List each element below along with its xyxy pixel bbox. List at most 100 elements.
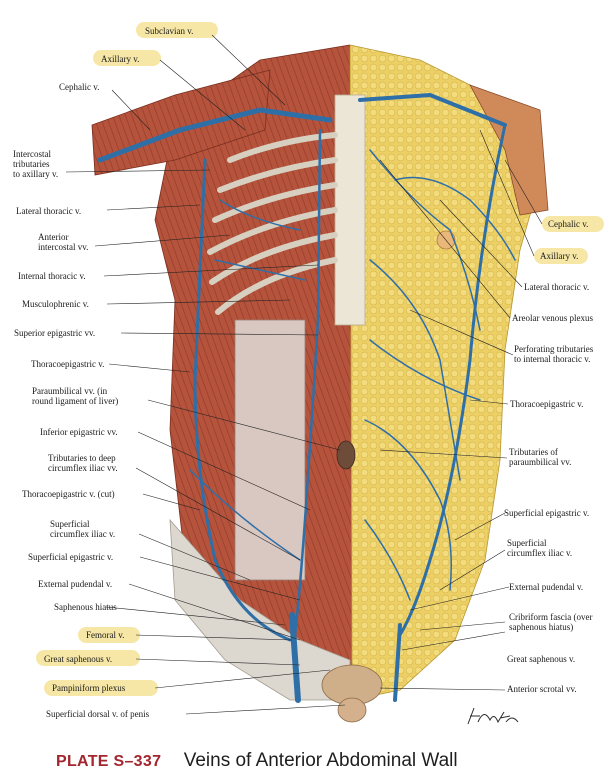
leader-line xyxy=(419,621,506,631)
leader-line xyxy=(454,512,506,541)
leader-line xyxy=(139,556,301,601)
label-thoracoepigastric-cut: Thoracoepigastric v. (cut) xyxy=(22,489,115,499)
vein-branch xyxy=(189,469,301,561)
leader-line xyxy=(120,332,319,336)
leader-line xyxy=(211,34,286,106)
highlights-right xyxy=(534,216,604,264)
leader-lines xyxy=(65,34,543,715)
highlight-axillary-right xyxy=(534,248,588,264)
leader-line xyxy=(409,309,514,356)
highlight-femoral xyxy=(78,627,140,643)
leader-line xyxy=(105,606,286,626)
leader-line xyxy=(135,467,301,561)
leader-line xyxy=(469,399,509,405)
leader-line xyxy=(379,687,506,691)
leader-line xyxy=(185,704,346,715)
vein-branch xyxy=(394,176,516,261)
leader-line xyxy=(135,658,301,666)
vein-branch xyxy=(364,519,411,601)
label-tributaries-paraumbilical-2: paraumbilical vv. xyxy=(509,457,571,467)
label-intercostal-3: to axillary v. xyxy=(13,169,58,179)
label-superficial-circumflex-1: Superficial xyxy=(50,519,90,529)
labels-left: Subclavian v. Axillary v. Cephalic v. In… xyxy=(13,26,193,719)
leader-line xyxy=(94,234,231,247)
label-internal-thoracic-v: Internal thoracic v. xyxy=(18,271,86,281)
leader-line xyxy=(379,449,508,459)
label-intercostal-2: tributaries xyxy=(13,159,50,169)
label-paraumbilical-2: round ligament of liver) xyxy=(32,396,118,406)
label-tributaries-deep-1: Tributaries to deep xyxy=(48,453,116,463)
torso-body xyxy=(91,44,549,723)
label-superficial-circumflex-right-2: circumflex iliac v. xyxy=(507,548,572,558)
vein-branch xyxy=(214,259,306,281)
penis xyxy=(337,697,367,723)
label-thoracoepigastric-v-right: Thoracoepigastric v. xyxy=(510,399,583,409)
highlight-pampiniform xyxy=(44,680,158,696)
femoral-vein xyxy=(289,612,301,703)
right-great-saphenous-vein xyxy=(393,623,402,702)
veins xyxy=(97,93,516,703)
leader-line xyxy=(142,493,201,511)
rib xyxy=(217,157,338,193)
label-subclavian-v: Subclavian v. xyxy=(145,26,193,36)
leader-line xyxy=(379,159,511,319)
rib xyxy=(212,182,338,223)
leader-line xyxy=(128,583,301,641)
vein-branch xyxy=(369,149,481,331)
label-superficial-circumflex-right-1: Superficial xyxy=(507,538,547,548)
label-inferior-epigastric-vv: Inferior epigastric vv. xyxy=(40,427,118,437)
leader-line xyxy=(401,631,506,651)
subclavian-vein xyxy=(97,107,333,163)
leader-line xyxy=(439,549,506,591)
highlight-cephalic-right xyxy=(542,216,604,232)
label-pampiniform-plexus: Pampiniform plexus xyxy=(52,683,126,693)
leader-line xyxy=(103,264,319,277)
label-anterior-intercostal-2: intercostal vv. xyxy=(38,242,88,252)
right-axillary-vein xyxy=(358,93,507,127)
highlight-subclavian xyxy=(136,22,218,38)
label-cribriform-fascia-2: saphenous hiatus) xyxy=(509,622,573,632)
label-saphenous-hiatus: Saphenous hiatus xyxy=(54,602,117,612)
vein-branch xyxy=(364,419,452,591)
label-cephalic-v-right: Cephalic v. xyxy=(548,219,588,229)
label-anterior-intercostal-1: Anterior xyxy=(38,232,69,242)
label-femoral-v: Femoral v. xyxy=(86,630,124,640)
left-lateral-thoracic-vein xyxy=(193,158,292,642)
label-superficial-circumflex-2: circumflex iliac v. xyxy=(50,529,115,539)
label-anterior-scrotal-vv: Anterior scrotal vv. xyxy=(507,684,577,694)
label-lateral-thoracic-v: Lateral thoracic v. xyxy=(16,206,81,216)
umbilicus xyxy=(336,440,356,470)
label-tributaries-deep-2: circumflex iliac vv. xyxy=(48,463,118,473)
label-axillary-v-right: Axillary v. xyxy=(540,251,578,261)
leader-line xyxy=(137,431,311,511)
plate-caption: PLATE S–337 Veins of Anterior Abdominal … xyxy=(56,750,596,780)
signature-scribble xyxy=(467,707,519,725)
label-musculophrenic-v: Musculophrenic v. xyxy=(22,299,89,309)
label-superficial-epigastric-v: Superficial epigastric v. xyxy=(28,552,113,562)
label-external-pudendal-v: External pudendal v. xyxy=(38,579,112,589)
left-internal-thoracic-vein xyxy=(316,128,322,322)
plate-title: Veins of Anterior Abdominal Wall xyxy=(183,750,458,771)
label-cribriform-fascia-1: Cribriform fascia (over xyxy=(509,612,592,622)
leader-line xyxy=(479,129,535,257)
label-paraumbilical-1: Paraumbilical vv. (in xyxy=(32,386,108,396)
label-perforating-1: Perforating tributaries xyxy=(514,344,594,354)
leader-line xyxy=(106,204,201,211)
leader-line xyxy=(439,199,523,288)
leader-line xyxy=(147,399,341,451)
highlight-axillary xyxy=(93,50,161,66)
label-tributaries-paraumbilical-1: Tributaries of xyxy=(509,447,558,457)
inferior-epigastric-vein xyxy=(293,318,320,637)
label-external-pudendal-v-right: External pudendal v. xyxy=(509,582,583,592)
sternum xyxy=(334,94,366,326)
labels-right: Cephalic v. Axillary v. Lateral thoracic… xyxy=(504,219,594,694)
vein-branch xyxy=(369,259,461,481)
leader-line xyxy=(108,363,191,373)
highlight-great-saphenous xyxy=(36,650,140,666)
label-thoracoepigastric-v: Thoracoepigastric v. xyxy=(31,359,104,369)
label-great-saphenous-v-right: Great saphenous v. xyxy=(507,654,575,664)
vein-branch xyxy=(219,199,301,231)
leader-line xyxy=(65,169,211,173)
label-intercostal-1: Intercostal xyxy=(13,149,51,159)
